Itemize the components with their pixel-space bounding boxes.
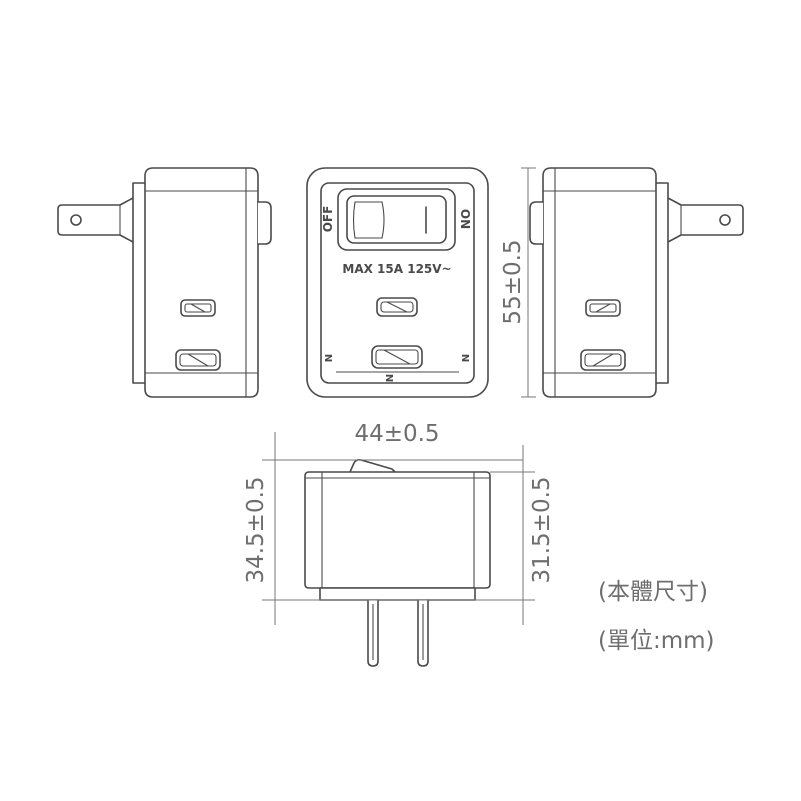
neutral-mark-right: N [459, 354, 470, 362]
profile-view-prong-right [417, 599, 429, 667]
left-view-switch-bump [257, 201, 272, 245]
switch-on-label: ON [458, 209, 472, 229]
unit-note: (單位:mm) [598, 628, 715, 654]
right-view-upper-socket [585, 299, 621, 317]
front-view: OFF ON MAX 15A 125V~ N N N [306, 167, 489, 398]
right-view-switch-bump [529, 201, 544, 245]
left-view-prong-hole [70, 214, 82, 226]
front-view-outer-shell [306, 167, 489, 398]
rocker-switch-off-side [352, 201, 385, 239]
right-side-view [529, 167, 744, 398]
right-view-plug-base-step [655, 182, 669, 384]
left-view-plug-prong [57, 197, 134, 243]
width-dimension: 44±0.5 [275, 421, 523, 461]
neutral-mark-left: N [324, 354, 335, 362]
profile-view-body [304, 471, 491, 589]
body-depth-dimension: 31.5±0.5 [490, 445, 555, 625]
body-depth-dimension-label: 31.5±0.5 [529, 476, 555, 583]
width-dimension-label: 44±0.5 [354, 421, 439, 447]
height-dimension-label: 55±0.5 [500, 239, 526, 324]
neutral-mark-bottom: N [385, 374, 396, 382]
profile-view [304, 459, 491, 667]
right-view-plug-prong [667, 197, 744, 243]
profile-view-base-plate [319, 587, 476, 601]
total-depth-dimension: 34.5±0.5 [243, 432, 350, 625]
left-view-body [144, 167, 259, 398]
profile-view-switch-bump [349, 459, 396, 473]
rocker-switch-paddle [346, 195, 447, 244]
right-view-body [542, 167, 657, 398]
front-view-lower-socket [371, 345, 423, 369]
switch-off-label: OFF [321, 206, 335, 233]
profile-view-prong-left [367, 599, 379, 667]
front-view-upper-socket [376, 297, 418, 317]
total-depth-dimension-label: 34.5±0.5 [243, 476, 269, 583]
right-view-lower-socket [580, 349, 626, 371]
right-view-prong-hole [719, 214, 731, 226]
left-view-lower-socket [175, 349, 221, 371]
left-view-plug-base-step [132, 182, 146, 384]
left-view-upper-socket [180, 299, 216, 317]
left-side-view [57, 167, 272, 398]
front-view-face-plate [320, 182, 475, 384]
rocker-switch-housing [337, 188, 456, 251]
body-size-note: (本體尺寸) [598, 579, 708, 605]
height-dimension: 55±0.5 [500, 167, 536, 398]
rocker-switch [337, 188, 456, 251]
rating-label: MAX 15A 125V~ [342, 262, 451, 276]
